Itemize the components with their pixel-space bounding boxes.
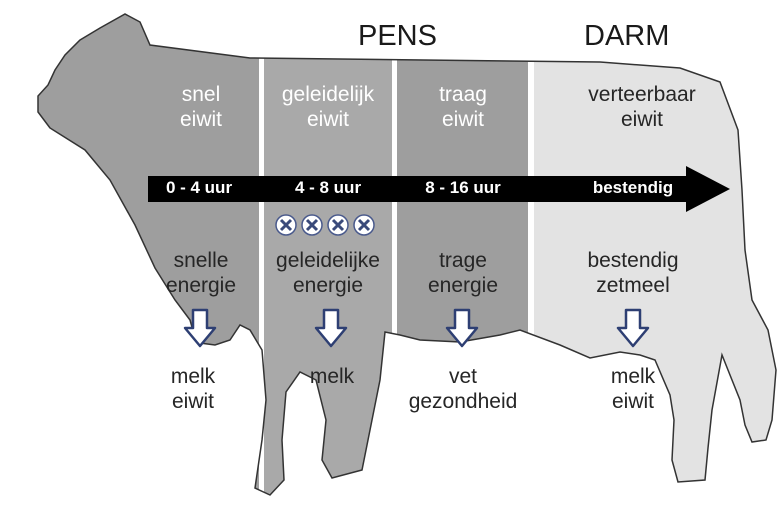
- label-line: snel: [136, 82, 266, 107]
- label-line: verteerbaar: [562, 82, 722, 107]
- label-line: eiwit: [136, 107, 266, 132]
- label-line: energie: [398, 273, 528, 298]
- label-line: traag: [398, 82, 528, 107]
- arrow-down-icon: [444, 308, 480, 348]
- label-line: energie: [136, 273, 266, 298]
- label-line: gezondheid: [398, 389, 528, 414]
- label-line: melk: [267, 364, 397, 389]
- cross-icon: [275, 214, 297, 236]
- time-label-1: 0 - 4 uur: [134, 178, 264, 198]
- label-line: energie: [263, 273, 393, 298]
- arrow-down-icon: [313, 308, 349, 348]
- label-line: vet: [398, 364, 528, 389]
- label-line: eiwit: [263, 107, 393, 132]
- arrow-down-icon: [182, 308, 218, 348]
- label-line: geleidelijk: [263, 82, 393, 107]
- label-line: eiwit: [398, 107, 528, 132]
- header-darm: DARM: [584, 20, 669, 53]
- label-line: bestendig: [568, 248, 698, 273]
- header-pens: PENS: [358, 20, 437, 53]
- label-line: zetmeel: [568, 273, 698, 298]
- time-label-3: 8 - 16 uur: [398, 178, 528, 198]
- label-line: eiwit: [568, 389, 698, 414]
- label-line: melk: [128, 364, 258, 389]
- label-line: eiwit: [128, 389, 258, 414]
- result-label-2: melk: [267, 364, 397, 389]
- label-line: geleidelijke: [263, 248, 393, 273]
- time-label-4: bestendig: [568, 178, 698, 198]
- time-label-2: 4 - 8 uur: [263, 178, 393, 198]
- arrow-down-icon: [615, 308, 651, 348]
- cross-icon: [301, 214, 323, 236]
- label-line: trage: [398, 248, 528, 273]
- label-line: snelle: [136, 248, 266, 273]
- label-line: melk: [568, 364, 698, 389]
- cross-icon: [327, 214, 349, 236]
- cross-icon: [353, 214, 375, 236]
- label-line: eiwit: [562, 107, 722, 132]
